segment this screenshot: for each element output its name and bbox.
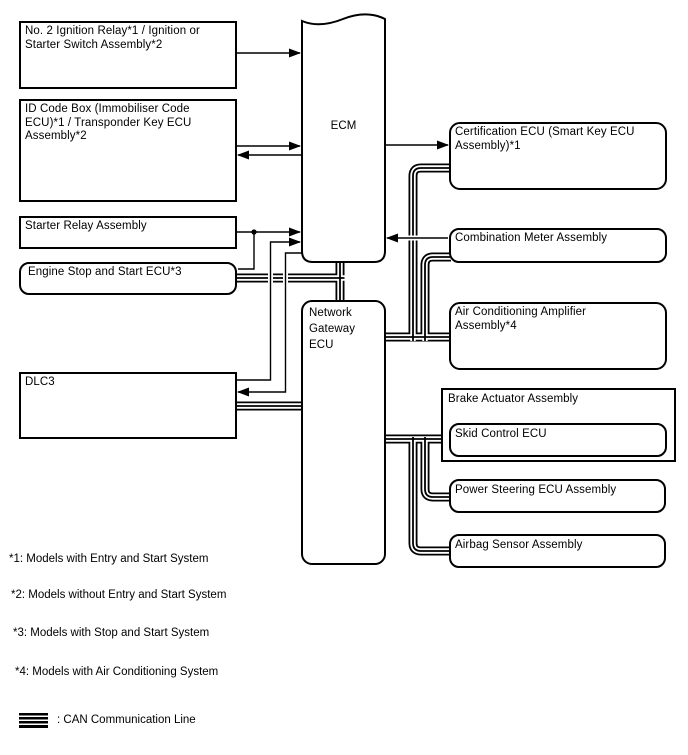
arrowhead (289, 141, 301, 151)
arrowhead (289, 48, 301, 58)
node-box-power-steering (449, 479, 666, 513)
node-box-engine-stop-start (19, 262, 237, 295)
node-label-network-gateway: Network Gateway ECU (309, 307, 356, 351)
node-label-ac-amplifier: Air Conditioning Amplifier Assembly*4 (455, 306, 587, 332)
node-box-starter-relay (19, 216, 237, 249)
node-label-brake-actuator: Brake Actuator Assembly (448, 393, 579, 405)
arrowhead (237, 150, 249, 160)
node-box-skid-control (449, 423, 667, 457)
can-trunk-meter (420, 252, 451, 341)
footnote-2: *2: Models without Entry and Start Syste… (11, 589, 227, 601)
can-lines-core (236, 167, 451, 552)
node-label-starter-relay: Starter Relay Assembly (25, 220, 147, 232)
footnote-3: *3: Models with Stop and Start System (13, 627, 210, 639)
node-box-combination-meter (449, 228, 667, 263)
arrowhead (237, 387, 249, 397)
node-label-certification-ecu: Certification ECU (Smart Key ECU Assembl… (455, 126, 635, 152)
footnote-1: *1: Models with Entry and Start System (9, 553, 209, 565)
node-label-dlc3: DLC3 (25, 376, 55, 388)
node-box-network-gateway (301, 300, 386, 565)
node-label-skid-control: Skid Control ECU (455, 428, 547, 440)
node-label-airbag-sensor: Airbag Sensor Assembly (455, 539, 583, 551)
arrowhead (386, 233, 398, 243)
footnote-4: *4: Models with Air Conditioning System (15, 666, 219, 678)
signal-lines (236, 48, 449, 397)
arrowhead (289, 237, 301, 247)
arrowhead (289, 227, 301, 237)
node-boxes (19, 13, 676, 568)
node-box-ecm (301, 13, 386, 263)
node-label-power-steering: Power Steering ECU Assembly (455, 484, 617, 496)
legend: : CAN Communication Line (19, 713, 196, 728)
junction-dot (251, 229, 257, 235)
can-line-symbol-icon (19, 713, 48, 728)
node-label-ecm: ECM (330, 120, 357, 132)
node-box-certification-ecu (449, 122, 667, 190)
node-label-engine-stop-start: Engine Stop and Start ECU*3 (28, 266, 182, 278)
node-box-id-code-box (19, 99, 237, 202)
can-legend-label: : CAN Communication Line (57, 714, 196, 727)
node-label-id-code-box: ID Code Box (Immobiliser Code ECU)*1 / T… (25, 103, 192, 142)
arrowhead (437, 140, 449, 150)
node-box-airbag-sensor (449, 534, 666, 568)
node-box-dlc3 (19, 372, 237, 439)
node-label-ignition-relay: No. 2 Ignition Relay*1 / Ignition or Sta… (25, 25, 200, 51)
node-box-ac-amplifier (449, 302, 667, 370)
node-box-ignition-relay (19, 21, 237, 89)
node-label-combination-meter: Combination Meter Assembly (455, 232, 608, 244)
